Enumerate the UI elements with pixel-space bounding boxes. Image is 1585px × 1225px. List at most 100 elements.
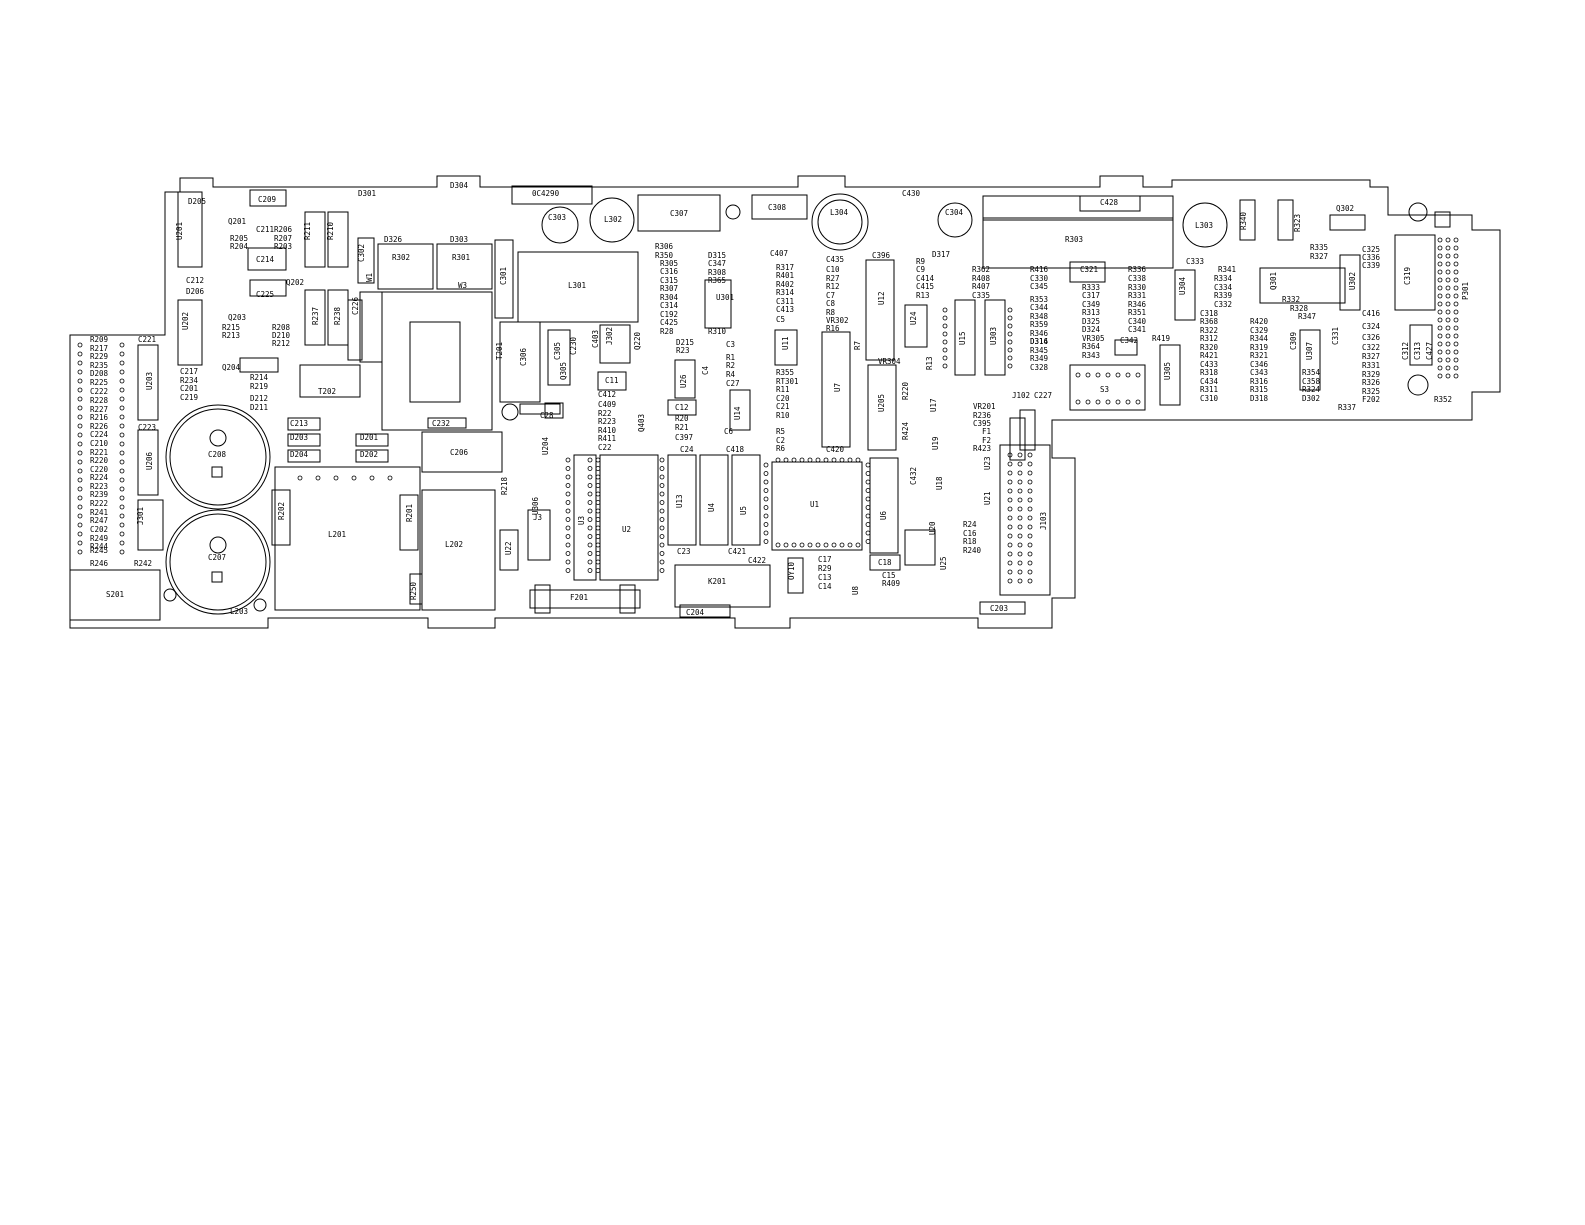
label-c321: C321 xyxy=(1080,265,1098,274)
label-r321: R321 xyxy=(1250,351,1268,360)
label-r343: R343 xyxy=(1082,351,1100,360)
label-d324: D324 xyxy=(1082,325,1101,334)
label-r13b: R13 xyxy=(916,291,930,300)
label-c314: C314 xyxy=(660,301,679,310)
label-d325: D325 xyxy=(1082,317,1100,326)
ic-u305 xyxy=(1159,344,1181,406)
capacitor-c303 xyxy=(541,206,579,244)
label-r402: R402 xyxy=(776,280,794,289)
label-u1: U1 xyxy=(810,500,819,509)
label-q220: Q220 xyxy=(633,331,642,350)
label-j103: J103 xyxy=(1039,512,1048,530)
label-d202: D202 xyxy=(360,450,378,459)
ic-u4 xyxy=(699,454,729,546)
label-r307: R307 xyxy=(660,284,678,293)
connector-j301 xyxy=(137,499,164,551)
label-r239: R239 xyxy=(90,490,108,499)
label-u204: U204 xyxy=(541,436,550,455)
label-u201: U201 xyxy=(175,222,184,240)
label-q201: Q201 xyxy=(228,217,246,226)
label-f202: F202 xyxy=(1362,395,1380,404)
label-u8: U8 xyxy=(851,585,860,595)
board-outline xyxy=(69,175,1501,629)
label-c313: C313 xyxy=(1413,342,1422,360)
inductor-l304 xyxy=(811,193,869,251)
label-r303: R303 xyxy=(1065,235,1083,244)
label-f201: F201 xyxy=(570,593,588,602)
label-w1: W1 xyxy=(365,273,374,282)
label-r204: R204 xyxy=(230,242,249,251)
label-c395: C395 xyxy=(973,419,991,428)
capacitor-c207 xyxy=(165,509,271,615)
label-t202: T202 xyxy=(318,387,336,396)
label-r10: R10 xyxy=(776,411,790,420)
label-r322: R322 xyxy=(1200,326,1218,335)
label-c430: C430 xyxy=(902,189,921,198)
label-r201: R201 xyxy=(405,504,414,522)
label-r345: R345 xyxy=(1030,346,1048,355)
label-c343: C343 xyxy=(1250,368,1268,377)
ic-u11 xyxy=(774,329,798,366)
label-u301: U301 xyxy=(716,293,734,302)
label-c414: C414 xyxy=(916,274,935,283)
label-r235: R235 xyxy=(90,361,108,370)
solder-pads xyxy=(77,237,1459,584)
ic-u12 xyxy=(865,259,895,361)
label-c330: C330 xyxy=(1030,274,1049,283)
label-u19: U19 xyxy=(931,436,940,450)
label-u305: U305 xyxy=(1163,362,1172,380)
ic-u14 xyxy=(729,389,751,431)
label-u24: U24 xyxy=(909,311,918,325)
label-r323: R323 xyxy=(1293,214,1302,232)
label-c301: C301 xyxy=(499,267,508,285)
label-t201: T201 xyxy=(495,342,504,360)
label-p301: P301 xyxy=(1461,282,1470,300)
label-r416: R416 xyxy=(1030,265,1049,274)
label-u7: U7 xyxy=(833,383,842,392)
label-l203: L203 xyxy=(230,607,248,616)
ic-u15 xyxy=(954,299,976,376)
label-j3: J3 xyxy=(533,513,542,522)
label-r328: R328 xyxy=(1290,304,1309,313)
label-r22: R22 xyxy=(598,409,612,418)
label-q302: Q302 xyxy=(1336,204,1354,213)
label-c305: C305 xyxy=(553,342,562,360)
label-r29: R29 xyxy=(818,564,832,573)
label-c8: C8 xyxy=(826,299,836,308)
label-c332: C332 xyxy=(1214,300,1232,309)
label-c6: C6 xyxy=(724,427,734,436)
label-r2: R2 xyxy=(726,361,735,370)
label-c307: C307 xyxy=(670,209,688,218)
label-r9: R9 xyxy=(916,257,925,266)
label-r208: R208 xyxy=(272,323,291,332)
label-c312: C312 xyxy=(1401,342,1410,360)
label-r423: R423 xyxy=(973,444,991,453)
label-r329: R329 xyxy=(1362,370,1380,379)
label-r347: R347 xyxy=(1298,312,1316,321)
label-r13: R13 xyxy=(925,356,934,370)
label-c308: C308 xyxy=(768,203,787,212)
label-c17: C17 xyxy=(818,555,832,564)
label-r340: R340 xyxy=(1239,211,1248,230)
switch-s3 xyxy=(1069,364,1146,411)
label-r18: R18 xyxy=(963,537,977,546)
label-d215: D215 xyxy=(676,338,694,347)
ic-u307 xyxy=(1299,329,1321,391)
label-r225: R225 xyxy=(90,378,108,387)
label-c413: C413 xyxy=(776,305,794,314)
label-c15: C15 xyxy=(882,571,896,580)
label-c334: C334 xyxy=(1214,283,1233,292)
label-r223b: R223 xyxy=(90,482,108,491)
label-c208: C208 xyxy=(208,450,227,459)
label-c232: C232 xyxy=(432,419,450,428)
label-vr302: VR302 xyxy=(826,316,849,325)
label-c346: C346 xyxy=(1250,360,1269,369)
label-r226: R226 xyxy=(90,422,109,431)
label-l304: L304 xyxy=(830,208,849,217)
label-q403: Q403 xyxy=(637,414,646,432)
label-r238: R238 xyxy=(333,306,342,325)
label-d211: D211 xyxy=(250,403,268,412)
label-u205: U205 xyxy=(877,394,886,412)
label-c14: C14 xyxy=(818,582,832,591)
label-u22: U22 xyxy=(504,541,513,555)
